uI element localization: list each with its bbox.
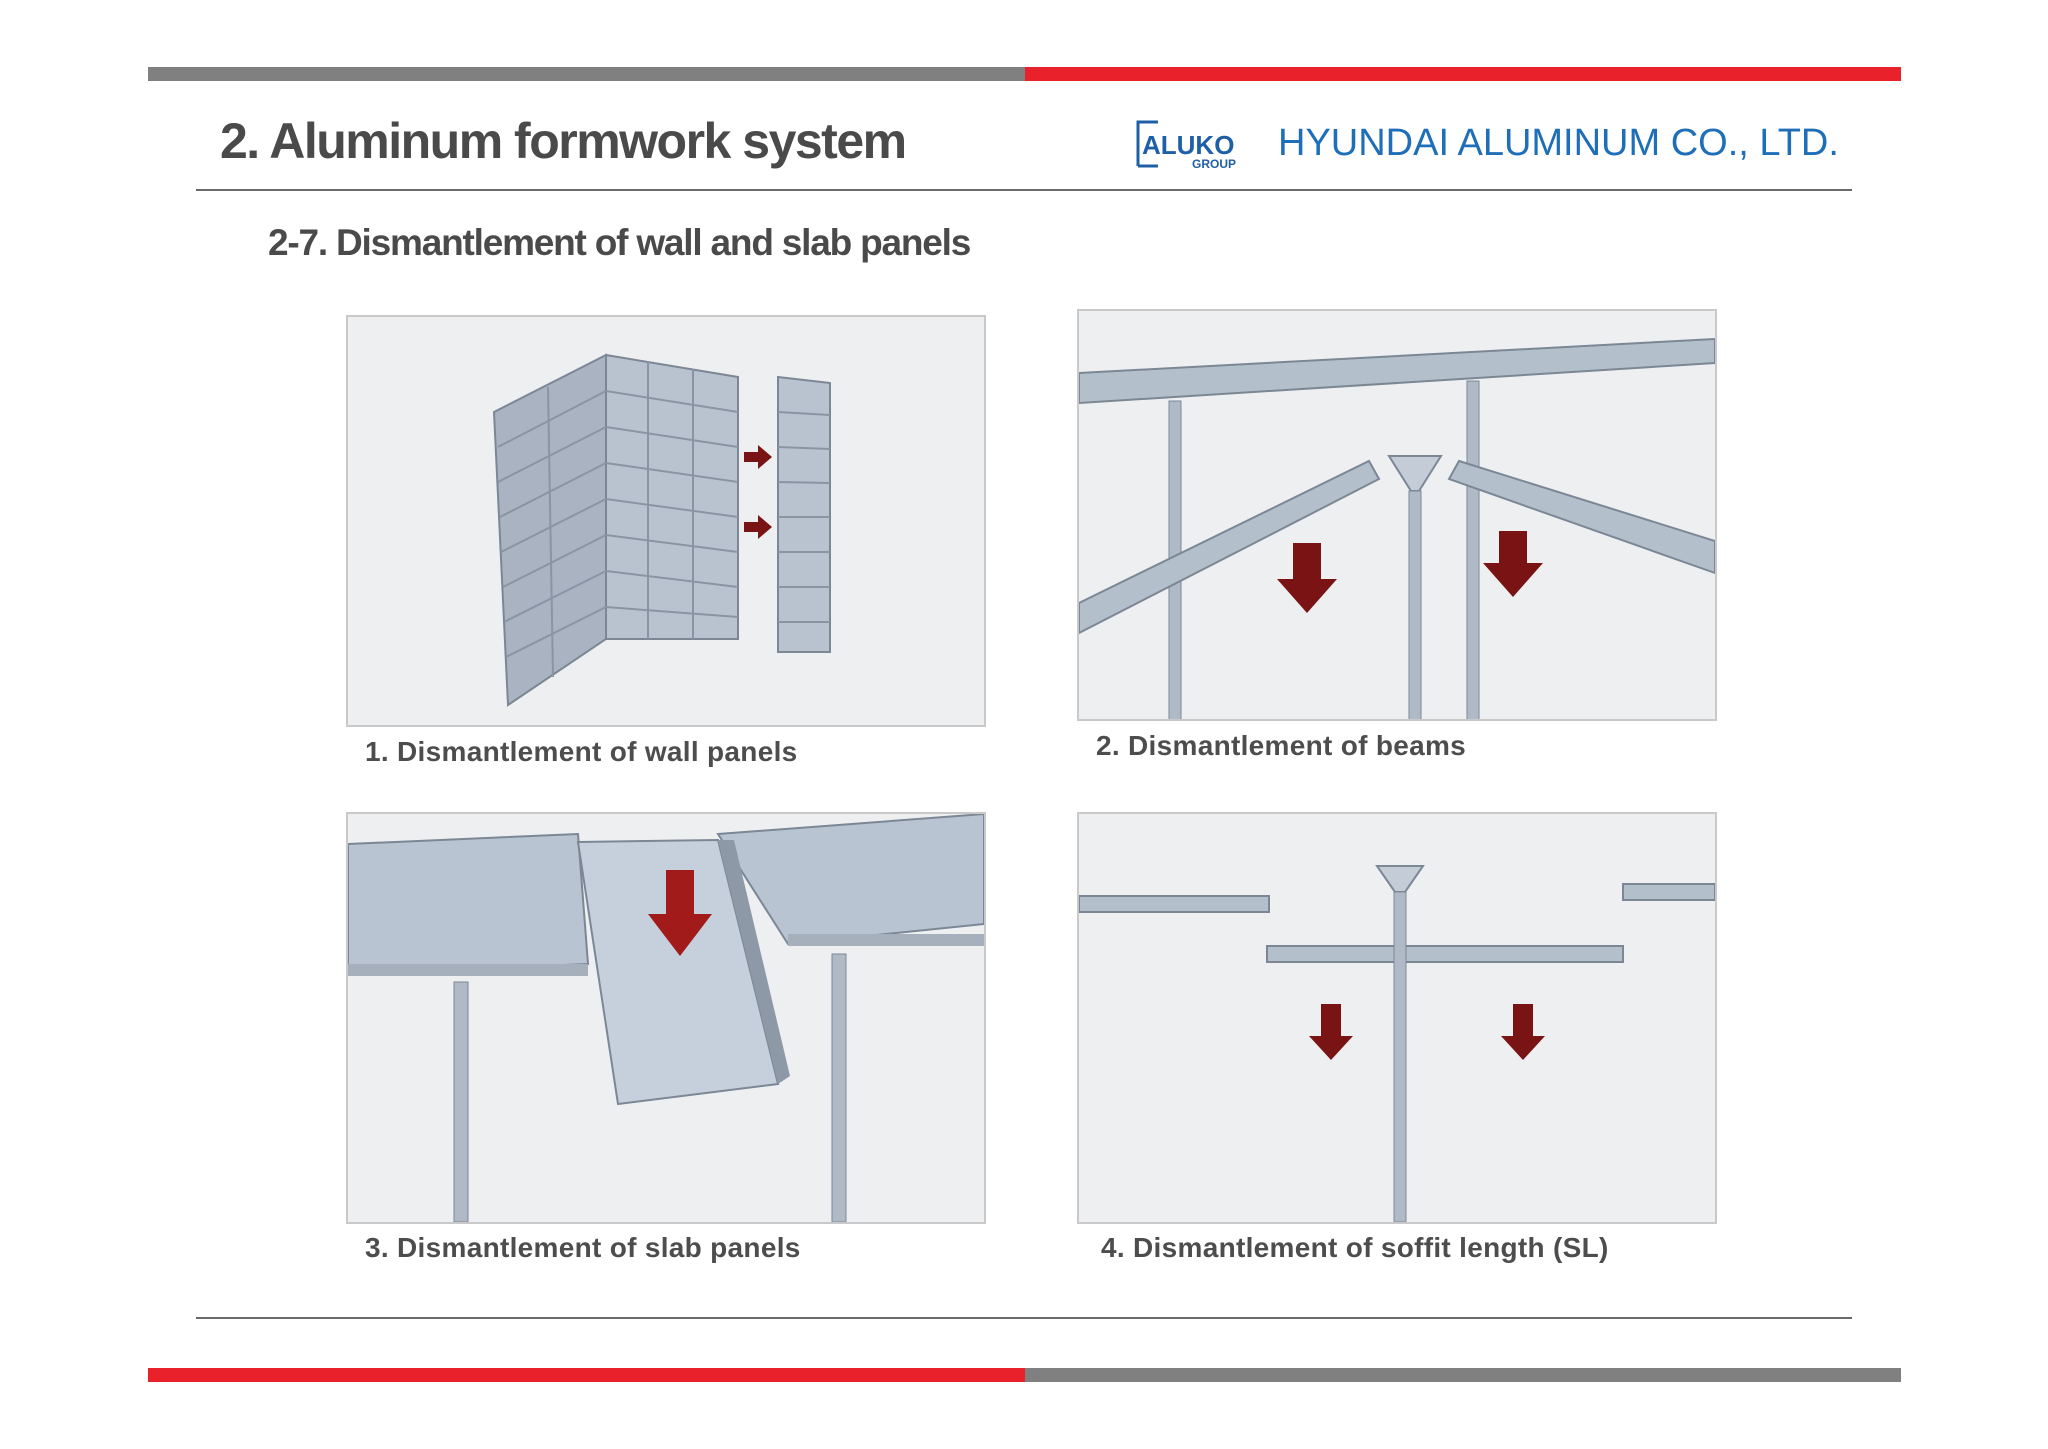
company-name: HYUNDAI ALUMINUM CO., LTD. xyxy=(1278,122,1839,164)
arrow-down-icon xyxy=(1501,1004,1545,1060)
arrow-down-icon xyxy=(648,870,712,956)
arrow-right-icon xyxy=(744,515,772,539)
arrow-down-icon xyxy=(1309,1004,1353,1060)
top-bar-red xyxy=(1025,67,1901,81)
top-bar-grey xyxy=(148,67,1025,81)
bottom-bar-red xyxy=(148,1368,1025,1382)
figure-caption: 3. Dismantlement of slab panels xyxy=(365,1232,801,1263)
bottom-bar-grey xyxy=(1025,1368,1901,1382)
figure-slab-panels xyxy=(346,812,986,1224)
logo-mark-text: ALUKO xyxy=(1142,130,1234,160)
figure-caption: 4. Dismantlement of soffit length (SL) xyxy=(1101,1232,1609,1263)
footer-divider xyxy=(196,1317,1852,1319)
header-divider xyxy=(196,189,1852,191)
figure-beams xyxy=(1077,309,1717,721)
section-title: 2-7. Dismantlement of wall and slab pane… xyxy=(268,222,971,263)
aluko-logo: ALUKO GROUP xyxy=(1132,116,1262,172)
figure-caption: 2. Dismantlement of beams xyxy=(1096,730,1467,761)
figure-soffit-length xyxy=(1077,812,1717,1224)
figure-caption: 1. Dismantlement of wall panels xyxy=(365,736,798,767)
arrow-down-icon xyxy=(1277,543,1337,613)
logo-sub-text: GROUP xyxy=(1192,157,1236,171)
page-title: 2. Aluminum formwork system xyxy=(220,113,907,169)
figure-wall-panels xyxy=(346,315,986,727)
arrow-right-icon xyxy=(744,445,772,469)
arrow-down-icon xyxy=(1483,531,1543,597)
